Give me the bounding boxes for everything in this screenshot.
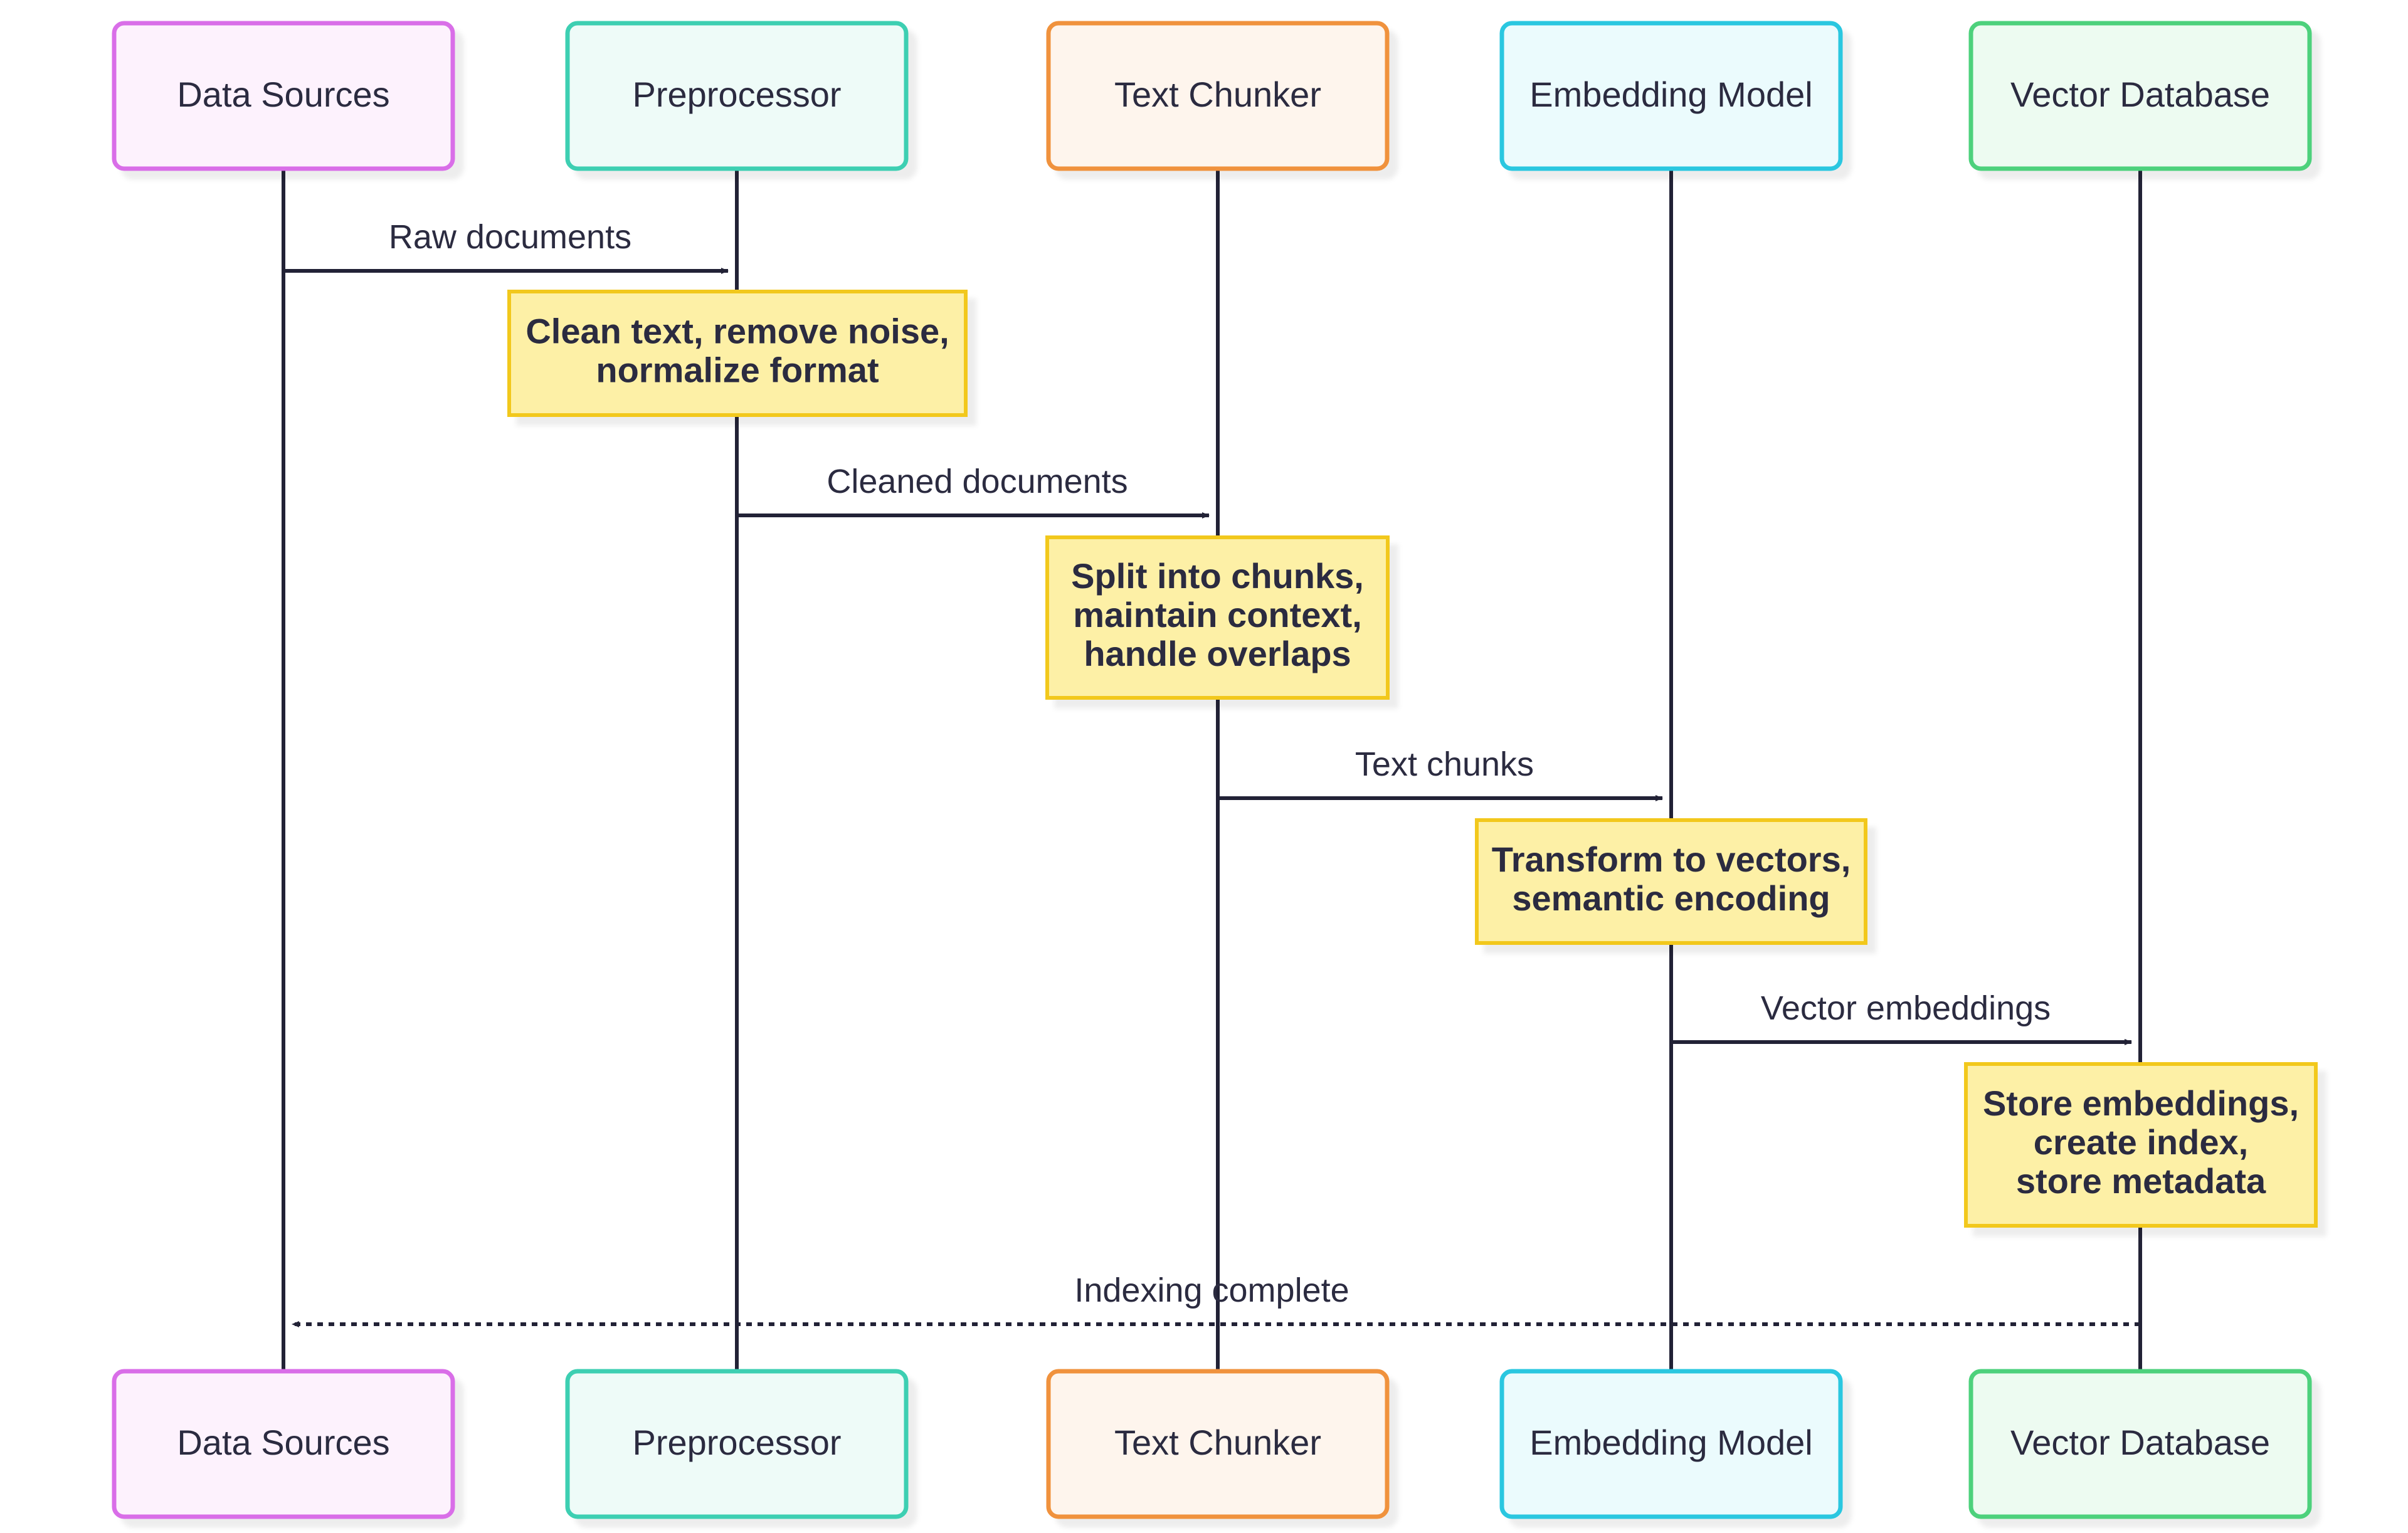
message-label: Raw documents (389, 218, 631, 256)
note-text-line: Clean text, remove noise, (525, 311, 949, 350)
participant-label: Data Sources (177, 75, 389, 114)
participant-box (1968, 21, 2312, 171)
participant-label: Vector Database (2010, 1423, 2270, 1462)
participant-vector-database-bottom: Vector Database (1968, 1369, 2312, 1519)
participant-box (1499, 21, 1843, 171)
note-text-line: Store embeddings, (1983, 1083, 2299, 1123)
participant-preprocessor-top: Preprocessor (565, 21, 909, 171)
participant-embedding-model-top: Embedding Model (1499, 21, 1843, 171)
note-box (1475, 818, 1867, 945)
note-text-line: normalize format (596, 350, 879, 389)
participant-label: Text Chunker (1114, 75, 1321, 114)
participant-box (565, 21, 909, 171)
note-text-line: Split into chunks, (1071, 556, 1364, 596)
participant-preprocessor-bottom: Preprocessor (565, 1369, 909, 1519)
note-text-line: maintain context, (1073, 595, 1362, 635)
message-label: Vector embeddings (1761, 989, 2051, 1027)
participant-box (1968, 1369, 2312, 1519)
participant-label: Embedding Model (1529, 1423, 1812, 1462)
participant-box (112, 21, 455, 171)
note-text-line: handle overlaps (1084, 634, 1351, 673)
note-text-line: Transform to vectors, (1492, 840, 1851, 879)
notes: Clean text, remove noise,normalize forma… (507, 290, 2318, 1228)
participant-label: Preprocessor (632, 75, 841, 114)
participant-label: Vector Database (2010, 75, 2270, 114)
note-box (1045, 535, 1390, 700)
message-label: Text chunks (1355, 745, 1534, 783)
note-text-line: store metadata (2016, 1161, 2266, 1201)
note-box (507, 290, 968, 417)
participant-label: Embedding Model (1529, 75, 1812, 114)
note-text-line: create index, (2034, 1122, 2248, 1162)
participant-text-chunker-bottom: Text Chunker (1046, 1369, 1390, 1519)
message-5: Indexing complete (292, 1272, 2140, 1327)
participant-vector-database-top: Vector Database (1968, 21, 2312, 171)
participant-data-sources-bottom: Data Sources (112, 1369, 455, 1519)
message-label: Cleaned documents (826, 463, 1127, 500)
note-preprocessor: Clean text, remove noise,normalize forma… (507, 290, 968, 417)
message-1: Raw documents (283, 218, 729, 274)
note-box (1964, 1062, 2318, 1228)
message-2: Cleaned documents (737, 463, 1210, 519)
note-embedding-model: Transform to vectors,semantic encoding (1475, 818, 1867, 945)
participant-box (112, 1369, 455, 1519)
participant-data-sources-top: Data Sources (112, 21, 455, 171)
participants-top: Data Sources Preprocessor Text Chunker Embe… (112, 21, 2312, 171)
participant-box (1499, 1369, 1843, 1519)
message-label: Indexing complete (1074, 1272, 1349, 1309)
note-text-line: semantic encoding (1512, 878, 1830, 918)
participant-label: Data Sources (177, 1423, 389, 1462)
participant-embedding-model-bottom: Embedding Model (1499, 1369, 1843, 1519)
message-3: Text chunks (1218, 745, 1663, 801)
participant-label: Text Chunker (1114, 1423, 1321, 1462)
note-vector-database: Store embeddings,create index,store meta… (1964, 1062, 2318, 1228)
participants-bottom: Data Sources Preprocessor Text Chunker Embe… (112, 1369, 2312, 1519)
participant-box (1046, 1369, 1390, 1519)
note-text-chunker: Split into chunks,maintain context,handl… (1045, 535, 1390, 700)
participant-box (1046, 21, 1390, 171)
participant-label: Preprocessor (632, 1423, 841, 1462)
message-4: Vector embeddings (1671, 989, 2132, 1045)
participant-text-chunker-top: Text Chunker (1046, 21, 1390, 171)
participant-box (565, 1369, 909, 1519)
